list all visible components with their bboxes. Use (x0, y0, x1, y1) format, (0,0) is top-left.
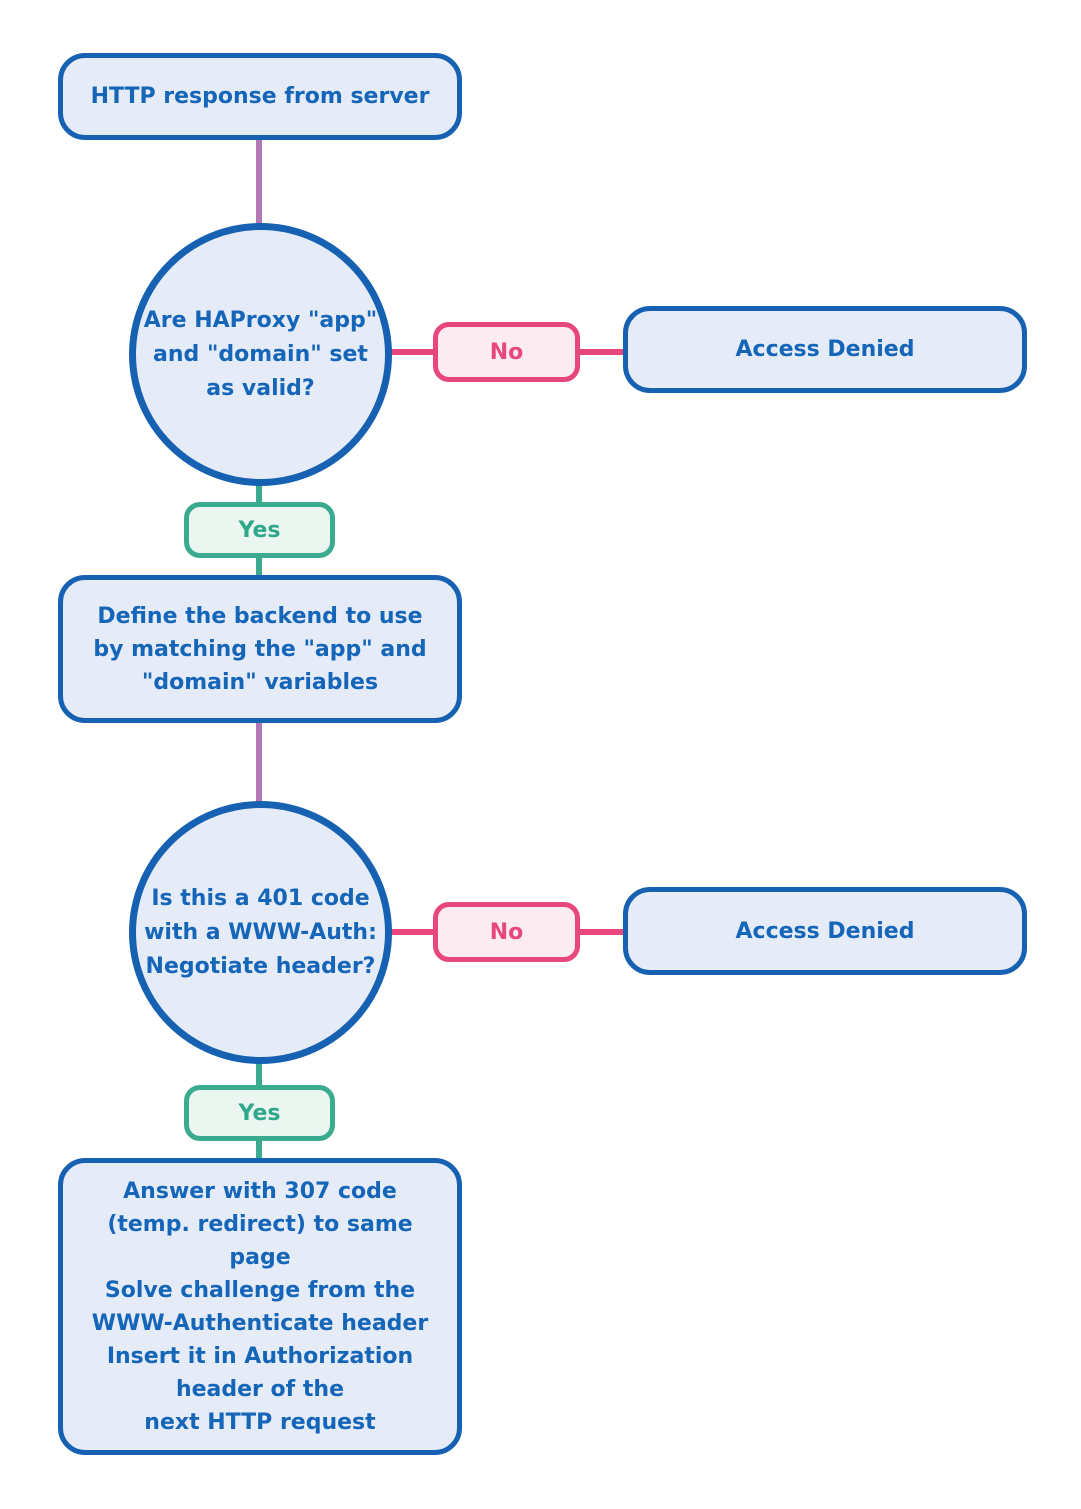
connector-decision1-to-no1 (388, 349, 435, 355)
connector-decision2-to-yes2 (256, 1061, 262, 1088)
node-process-answer-307: Answer with 307 code (temp. redirect) to… (58, 1158, 462, 1455)
connector-decision1-to-yes1 (256, 483, 262, 506)
connector-process1-to-decision2 (256, 721, 262, 804)
connector-decision2-to-no2 (388, 929, 435, 935)
node-access-denied-1: Access Denied (623, 306, 1027, 393)
node-process-define-backend: Define the backend to use by matching th… (58, 575, 462, 723)
connector-no2-to-access-denied2 (578, 929, 625, 935)
node-decision-haproxy-valid: Are HAProxy "app" and "domain" set as va… (129, 223, 392, 486)
connector-yes2-to-process2 (256, 1138, 262, 1161)
connector-start-to-decision1 (256, 138, 262, 226)
connector-yes1-to-process1 (256, 556, 262, 578)
edge-label-yes-2: Yes (184, 1085, 335, 1141)
edge-label-no-1: No (433, 322, 580, 382)
connector-no1-to-access-denied1 (578, 349, 625, 355)
node-decision-401-negotiate: Is this a 401 code with a WWW-Auth: Nego… (129, 801, 392, 1064)
node-access-denied-2: Access Denied (623, 887, 1027, 975)
node-start-http-response: HTTP response from server (58, 53, 462, 140)
edge-label-no-2: No (433, 902, 580, 962)
edge-label-yes-1: Yes (184, 502, 335, 558)
